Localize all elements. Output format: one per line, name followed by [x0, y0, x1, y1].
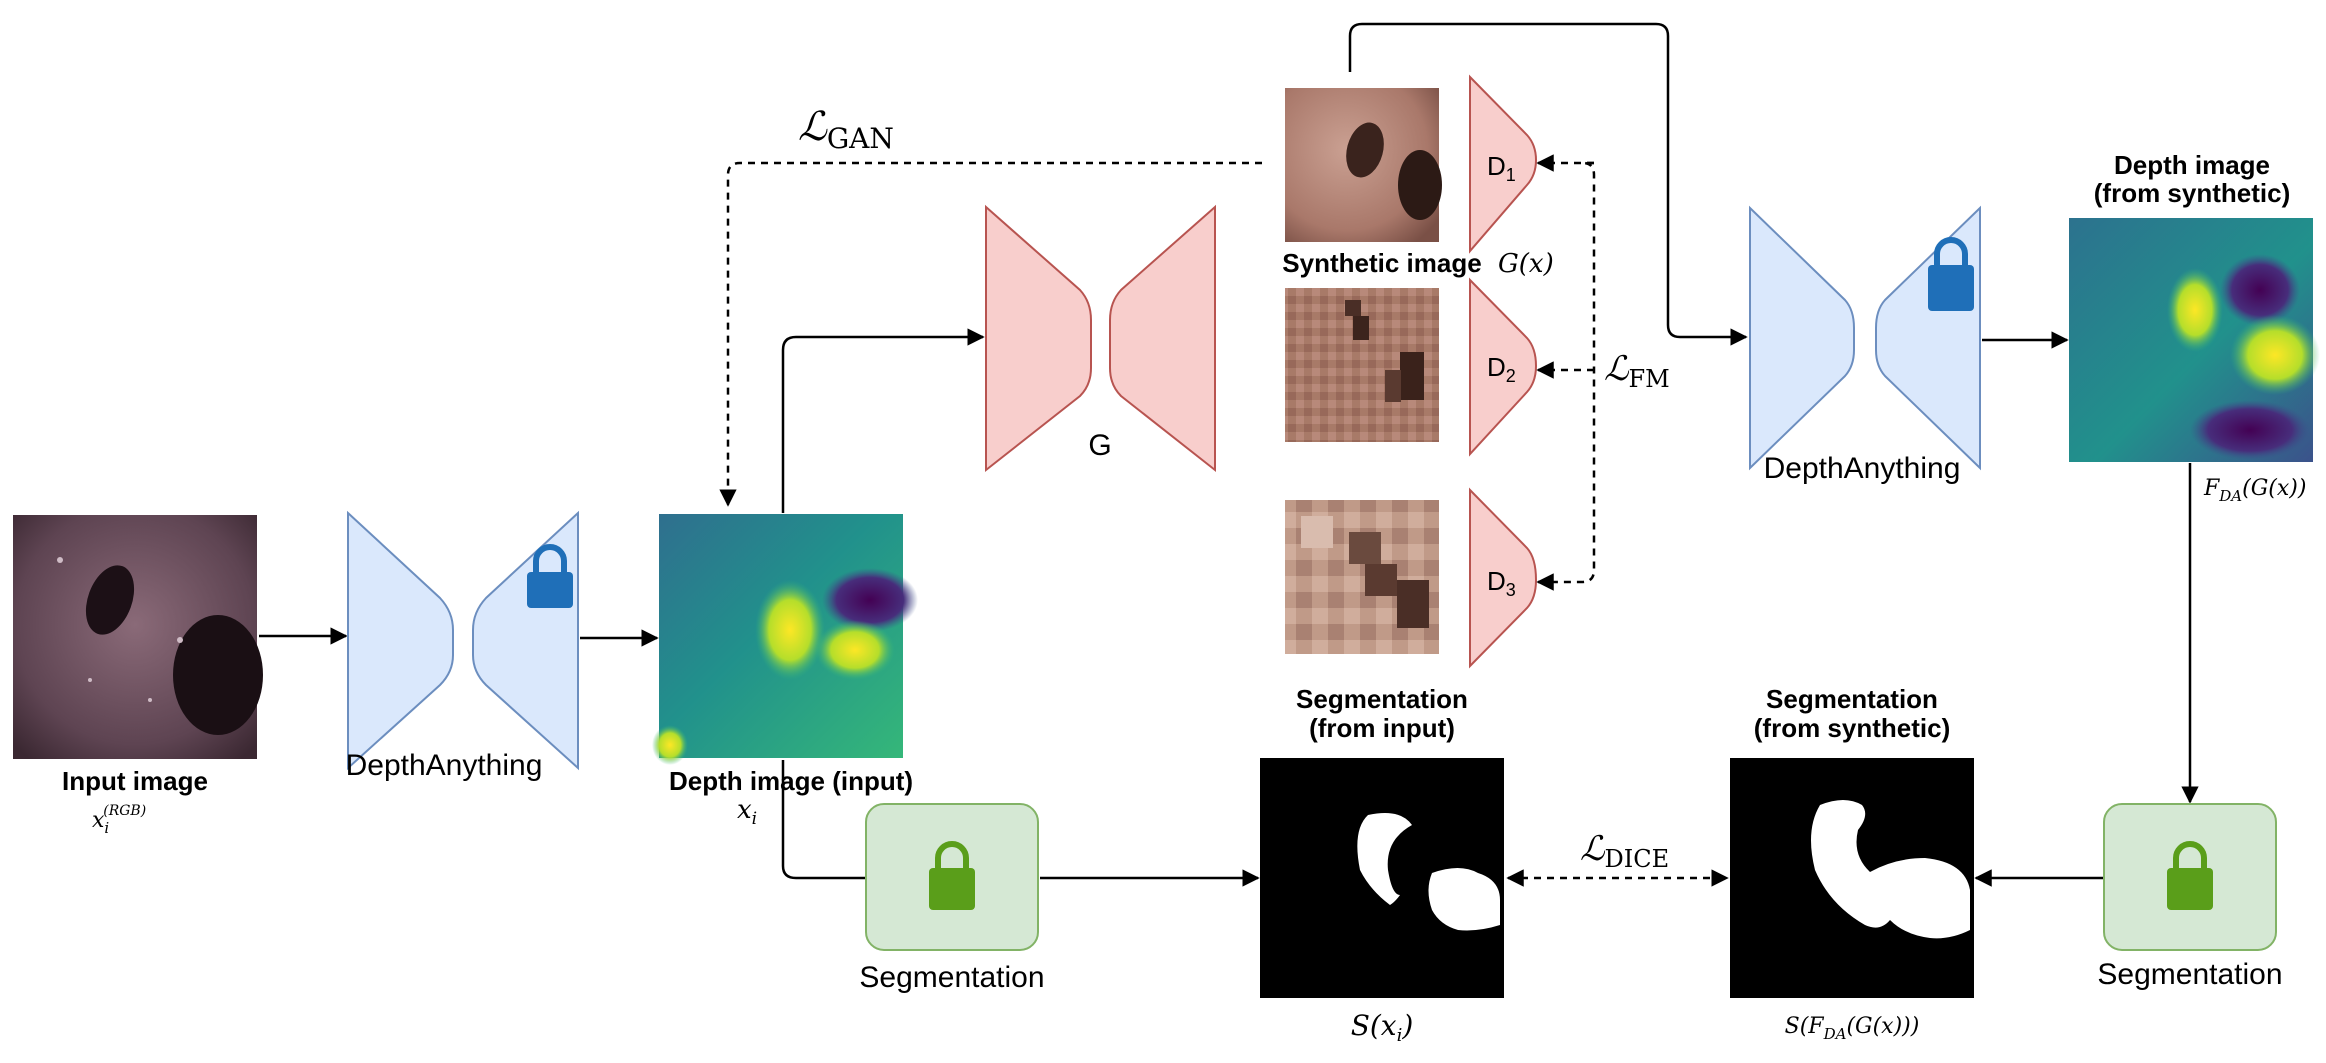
discriminator-2-label: D2 [1487, 352, 1516, 386]
discriminator-3: D3 [1469, 487, 1538, 669]
seg-synthetic-title-1: Segmentation [1766, 684, 1938, 714]
arrow-depth-to-generator [781, 328, 985, 513]
depthanything-label-1: DepthAnything [346, 749, 543, 782]
synthetic-image-label: Synthetic image [1282, 248, 1481, 278]
depth-synthetic-title-1: Depth image [2114, 150, 2270, 180]
loss-fm-label-bg [1600, 350, 1680, 392]
discriminator-1: D1 [1469, 74, 1538, 254]
discriminator-3-label: D3 [1487, 566, 1516, 600]
lock-icon [929, 841, 975, 910]
lock-icon [527, 544, 573, 608]
generator-network [985, 204, 1216, 473]
input-image-label: Input image [62, 766, 208, 796]
discriminator-2: D2 [1469, 277, 1538, 457]
depth-image-input-math: xi [737, 795, 757, 829]
depthanything-label-2: DepthAnything [1764, 452, 1961, 485]
segmentation-mask-synthetic [1730, 758, 1974, 998]
seg-synthetic-title-2: (from synthetic) [1754, 713, 1950, 743]
loss-fm-line-3 [1536, 161, 1596, 591]
arrow-synthetic-to-depthanything [1348, 22, 1748, 346]
seg-input-math: S(xi) [1351, 1009, 1414, 1046]
synthetic-image-1 [1285, 88, 1442, 242]
segmentation-label-1: Segmentation [859, 961, 1044, 994]
seg-synthetic-math: S(FDA(G(x))) [1785, 1014, 1920, 1043]
loss-gan-line [719, 161, 1262, 507]
generator-label: G [1088, 429, 1111, 462]
input-image-math: xi(RGB) [92, 803, 146, 837]
arrow-depth-to-segmentation [781, 760, 866, 880]
seg-input-title-2: (from input) [1309, 713, 1455, 743]
loss-dice-label: ℒDICE [1580, 829, 1669, 873]
loss-fm-label: ℒFM [1604, 349, 1670, 393]
depth-image-input [652, 514, 918, 765]
depth-synthetic-math: FDA(G(x)) [2203, 476, 2306, 505]
depth-synthetic-title-2: (from synthetic) [2094, 178, 2290, 208]
lock-icon [2167, 841, 2213, 910]
input-image [13, 515, 263, 759]
synthetic-image-2 [1285, 288, 1439, 442]
synthetic-image-3 [1285, 500, 1439, 654]
depth-image-input-label: Depth image (input) [669, 766, 913, 796]
depthanything-network-2 [1749, 205, 1981, 471]
discriminator-1-label: D1 [1487, 151, 1516, 185]
segmentation-mask-input [1260, 758, 1504, 998]
synthetic-image-math: G(x) [1498, 249, 1554, 279]
depth-image-synthetic [2069, 218, 2320, 462]
segmentation-label-2: Segmentation [2097, 958, 2282, 991]
lock-icon [1928, 237, 1974, 311]
loss-gan-label: ℒGAN [798, 104, 894, 155]
seg-input-title-1: Segmentation [1296, 684, 1468, 714]
